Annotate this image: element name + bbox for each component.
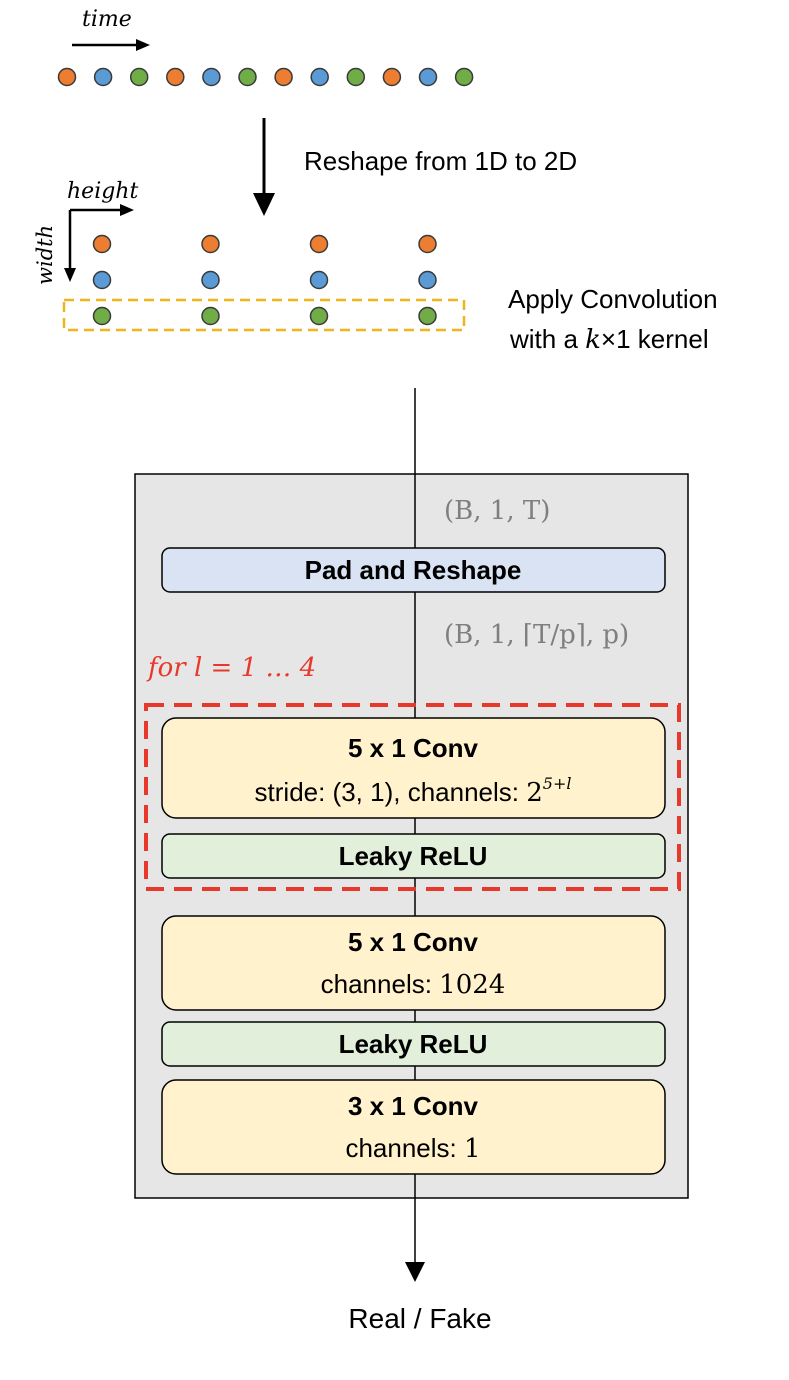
- loop-relu-block: [161, 833, 666, 879]
- grid-dot-blue: [418, 270, 437, 290]
- reshape-arrow: [253, 118, 275, 216]
- reshaped-shape: (B, 1, ⌈T/p⌉, p): [444, 620, 629, 650]
- loop-label: for l = 1 … 4: [146, 653, 316, 683]
- time-label: time: [82, 7, 132, 32]
- loop-box: [144, 703, 681, 891]
- conv-label-line2: with a k×1 kernel: [509, 324, 709, 355]
- reshaped-grid: [92, 234, 437, 326]
- sequence-dot-green: [238, 67, 257, 87]
- grid-dot-orange: [92, 234, 112, 254]
- reshape-label: Reshape from 1D to 2D: [304, 146, 577, 176]
- loop-conv-block: [161, 717, 666, 819]
- sequence-dot-green: [129, 67, 149, 87]
- grid-dot-blue: [309, 270, 329, 290]
- sequence-dot-orange: [382, 67, 402, 87]
- conv3-detail: channels: 1: [345, 1133, 480, 1164]
- loop-conv-detail: stride: (3, 1), channels: 25+l: [255, 774, 572, 808]
- loop-relu-label: Leaky ReLU: [339, 841, 488, 871]
- kernel-box: [62, 298, 466, 332]
- sequence-dot-orange: [57, 67, 77, 87]
- grid-dot-green: [309, 306, 329, 326]
- conv2-title: 5 x 1 Conv: [348, 927, 479, 957]
- conv3-title: 3 x 1 Conv: [348, 1091, 479, 1121]
- conv2-detail: channels: 1024: [321, 969, 506, 1000]
- grid-dot-blue: [92, 270, 112, 290]
- width-label: width: [33, 225, 57, 285]
- time-arrow: [72, 39, 150, 51]
- sequence-dot-blue: [418, 67, 438, 87]
- grid-dot-orange: [201, 234, 220, 254]
- grid-dot-green: [418, 306, 437, 326]
- sequence-dot-orange: [274, 67, 293, 87]
- grid-dot-green: [92, 306, 112, 326]
- grid-dot-green: [201, 306, 220, 326]
- sequence-dot-orange: [166, 67, 185, 87]
- height-label: height: [67, 179, 138, 204]
- sequence-dot-blue: [310, 67, 329, 87]
- relu2-label: Leaky ReLU: [339, 1029, 488, 1059]
- relu2-block: [161, 1021, 666, 1067]
- output-arrow: [405, 1198, 425, 1282]
- time-sequence: [57, 67, 474, 87]
- sequence-dot-green: [346, 67, 366, 87]
- sequence-dot-green: [454, 67, 474, 87]
- sequence-dot-blue: [202, 67, 221, 87]
- conv2-block: [161, 915, 666, 1011]
- pad-reshape-label: Pad and Reshape: [305, 555, 522, 585]
- conv-label-line1: Apply Convolution: [508, 284, 718, 314]
- input-shape: (B, 1, T): [444, 496, 550, 526]
- grid-dot-orange: [309, 234, 329, 254]
- output-label: Real / Fake: [348, 1303, 491, 1334]
- grid-dot-orange: [418, 234, 437, 254]
- conv3-block: [161, 1079, 666, 1175]
- grid-dot-blue: [201, 270, 220, 290]
- loop-conv-title: 5 x 1 Conv: [348, 733, 479, 763]
- axes-corner: [64, 204, 134, 282]
- pad-reshape-block: [161, 547, 666, 593]
- sequence-dot-blue: [93, 67, 113, 87]
